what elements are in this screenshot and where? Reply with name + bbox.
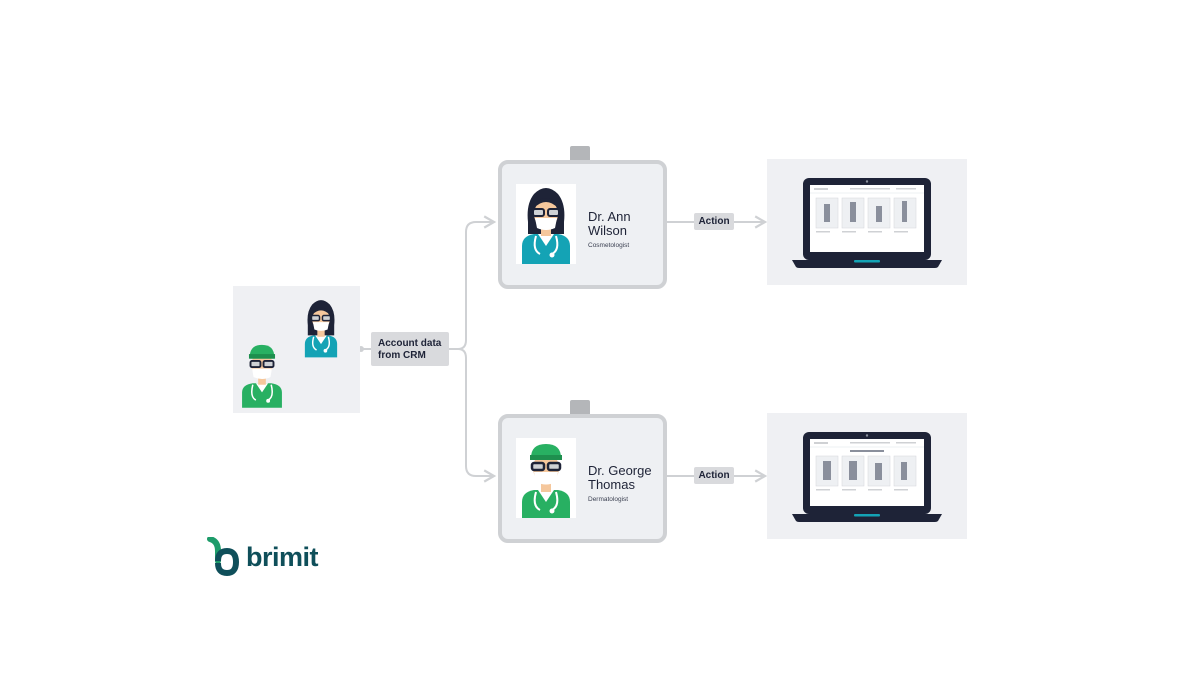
female-doctor-icon [299,298,343,363]
male-doctor-icon [516,438,576,518]
profile-name: Dr. Ann Wilson [588,209,631,238]
action-label-bottom: Action [694,467,734,484]
brimit-logo-icon [207,537,240,577]
profile-role: Dermatologist [588,496,629,503]
profile-role: Cosmetologist [588,242,630,249]
male-doctor-icon [239,340,285,413]
action-label-top: Action [694,213,734,230]
profile-card-ann-wilson: Dr. Ann Wilson Cosmetologist [498,160,667,289]
crm-accounts-panel [233,286,360,413]
branch-line-top [449,215,497,350]
laptop-icon [792,430,942,522]
female-doctor-icon [516,184,576,264]
crm-data-label: Account data from CRM [371,332,449,366]
profile-card-george-thomas: Dr. George Thomas Dermatologist [498,414,667,543]
laptop-icon [792,176,942,268]
branch-line-bottom [457,348,497,483]
brand-name: brimit [246,542,319,572]
profile-name: Dr. George Thomas [588,463,652,492]
personalized-site-panel-bottom [767,413,967,539]
personalized-site-panel-top [767,159,967,285]
